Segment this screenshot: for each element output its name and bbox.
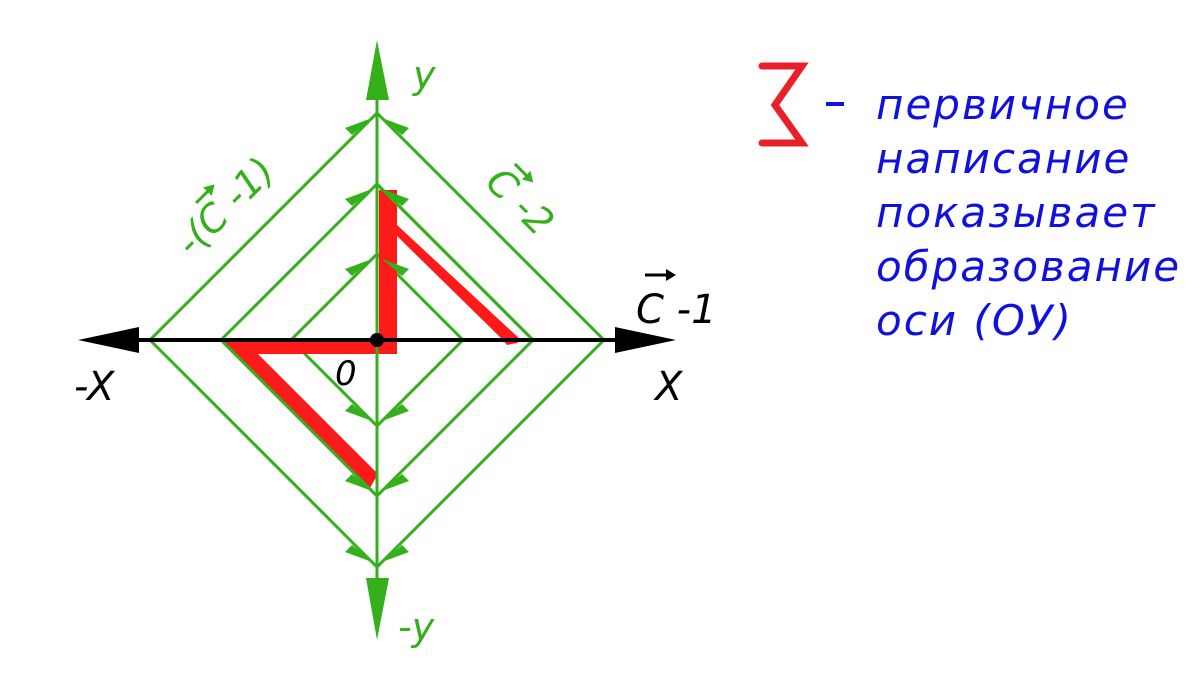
vector-label-neg-c-minus-1: -(C -1): [167, 149, 283, 265]
origin-label: 0: [335, 354, 357, 394]
y-axis-down-arrow-icon: [366, 578, 389, 640]
vector-label-c-minus-2: C -2: [477, 159, 562, 244]
vector-arrow-icon: [203, 184, 215, 196]
svg-text:C -1: C -1: [636, 287, 717, 333]
edge-arrows: [345, 118, 409, 562]
x-axis: [78, 327, 676, 353]
x-negative-label: -X: [74, 364, 116, 410]
legend-text: первичное написание показывает образован…: [876, 78, 1181, 348]
legend-line: показывает: [876, 188, 1157, 237]
x-axis-right-arrow-icon: [615, 327, 676, 353]
svg-text:-(C -1): -(C -1): [167, 149, 283, 265]
vector-arrow-icon: [666, 269, 676, 281]
origin-point: [370, 333, 384, 347]
x-axis-left-arrow-icon: [78, 327, 139, 353]
vector-arrow-icon: [521, 171, 534, 183]
y-positive-label: y: [412, 53, 436, 97]
legend-dash: [826, 102, 844, 106]
diamond-overlay: [219, 182, 535, 498]
legend-line: оси (ОУ): [876, 296, 1073, 345]
legend-line: образование: [876, 242, 1182, 291]
svg-text:C -2: C -2: [477, 159, 562, 244]
y-axis-up-arrow-icon: [366, 40, 389, 100]
legend-line: написание: [876, 134, 1132, 183]
x-positive-label: X: [653, 364, 684, 410]
red-zigzag-icon: [758, 62, 809, 147]
legend-line: первичное: [876, 80, 1130, 129]
vector-label-c-minus-1: C -1: [636, 269, 717, 333]
y-negative-label: -y: [398, 605, 435, 649]
